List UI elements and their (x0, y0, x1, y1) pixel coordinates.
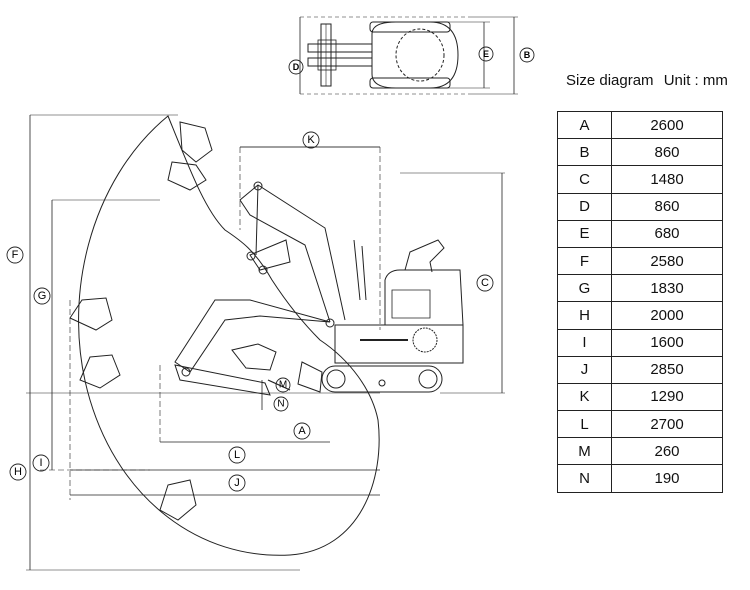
size-diagram-caption: Size diagram Unit : mm (566, 72, 728, 89)
dimension-key: D (557, 192, 612, 221)
marker-G: G (38, 290, 47, 302)
caption-unit: Unit : mm (663, 72, 728, 89)
dimension-key: I (557, 328, 612, 357)
dimension-value: 680 (611, 219, 723, 248)
marker-N: N (277, 399, 284, 410)
working-range-envelope (78, 115, 380, 556)
dimension-key: H (557, 301, 612, 330)
top-view-drawing (299, 16, 518, 95)
dimension-key: F (557, 246, 612, 276)
bucket-positions (69, 121, 213, 521)
dimension-key: B (557, 138, 612, 167)
dimension-value: 2000 (611, 301, 723, 330)
dimension-value: 190 (611, 464, 723, 493)
dimension-value: 2600 (611, 110, 723, 140)
marker-I: I (39, 457, 42, 469)
dimension-value: 260 (611, 437, 723, 466)
marker-E: E (483, 49, 489, 59)
dimension-value: 2850 (611, 355, 723, 384)
marker-D: D (293, 62, 300, 72)
caption-title: Size diagram (566, 72, 654, 89)
dimension-key: E (557, 219, 612, 248)
marker-L: L (234, 449, 240, 461)
marker-C: C (481, 277, 489, 289)
dimension-markers (6, 46, 535, 492)
dimension-key: L (557, 410, 612, 439)
dimension-value: 2580 (611, 246, 723, 276)
dimension-key: K (557, 382, 612, 412)
dimension-key: C (557, 165, 612, 194)
dimension-key: N (557, 464, 612, 493)
marker-M: M (279, 380, 287, 391)
marker-A: A (298, 425, 306, 437)
dimension-key: J (557, 355, 612, 384)
marker-H: H (14, 466, 22, 478)
dimension-value: 2700 (611, 410, 723, 439)
dimension-value: 1290 (611, 382, 723, 412)
side-view-excavator (174, 181, 464, 396)
marker-K: K (307, 134, 315, 146)
dimension-value: 1480 (611, 165, 723, 194)
dimension-key: G (557, 274, 612, 303)
marker-B: B (524, 50, 531, 60)
dimension-value: 1600 (611, 328, 723, 357)
dimension-key: M (557, 437, 612, 466)
dimension-value: 1830 (611, 274, 723, 303)
marker-J: J (234, 477, 240, 489)
dimension-value: 860 (611, 138, 723, 167)
marker-F: F (12, 249, 19, 261)
dimension-value: 860 (611, 192, 723, 221)
dimension-lines (29, 115, 503, 570)
dimension-key: A (557, 110, 612, 140)
